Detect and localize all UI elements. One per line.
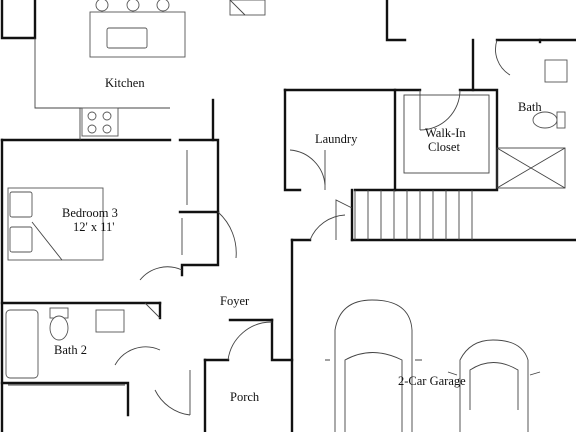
closet-door (403, 89, 490, 174)
label-garage: 2-Car Garage (398, 374, 466, 388)
label-walk-in-1: Walk-In (425, 126, 466, 140)
stairs (309, 190, 473, 241)
label-bath2: Bath 2 (54, 343, 87, 357)
label-bedroom3: Bedroom 3 (62, 206, 118, 220)
bath-fixtures (495, 39, 568, 189)
garage-cars (325, 299, 541, 432)
bedroom-fixtures (7, 150, 237, 281)
label-bedroom3-dims: 12' x 11' (73, 220, 115, 234)
label-porch: Porch (230, 390, 260, 404)
kitchen-fixtures (34, 0, 266, 140)
bath2-fixtures (5, 302, 161, 386)
label-foyer: Foyer (220, 294, 250, 308)
porch-doors (154, 321, 273, 416)
label-walk-in-2: Closet (428, 140, 460, 154)
laundry-door (289, 149, 326, 190)
label-bath: Bath (518, 100, 542, 114)
room-labels: Kitchen Laundry Walk-In Closet Bath Bedr… (54, 76, 542, 404)
label-kitchen: Kitchen (105, 76, 145, 90)
label-laundry: Laundry (315, 132, 358, 146)
